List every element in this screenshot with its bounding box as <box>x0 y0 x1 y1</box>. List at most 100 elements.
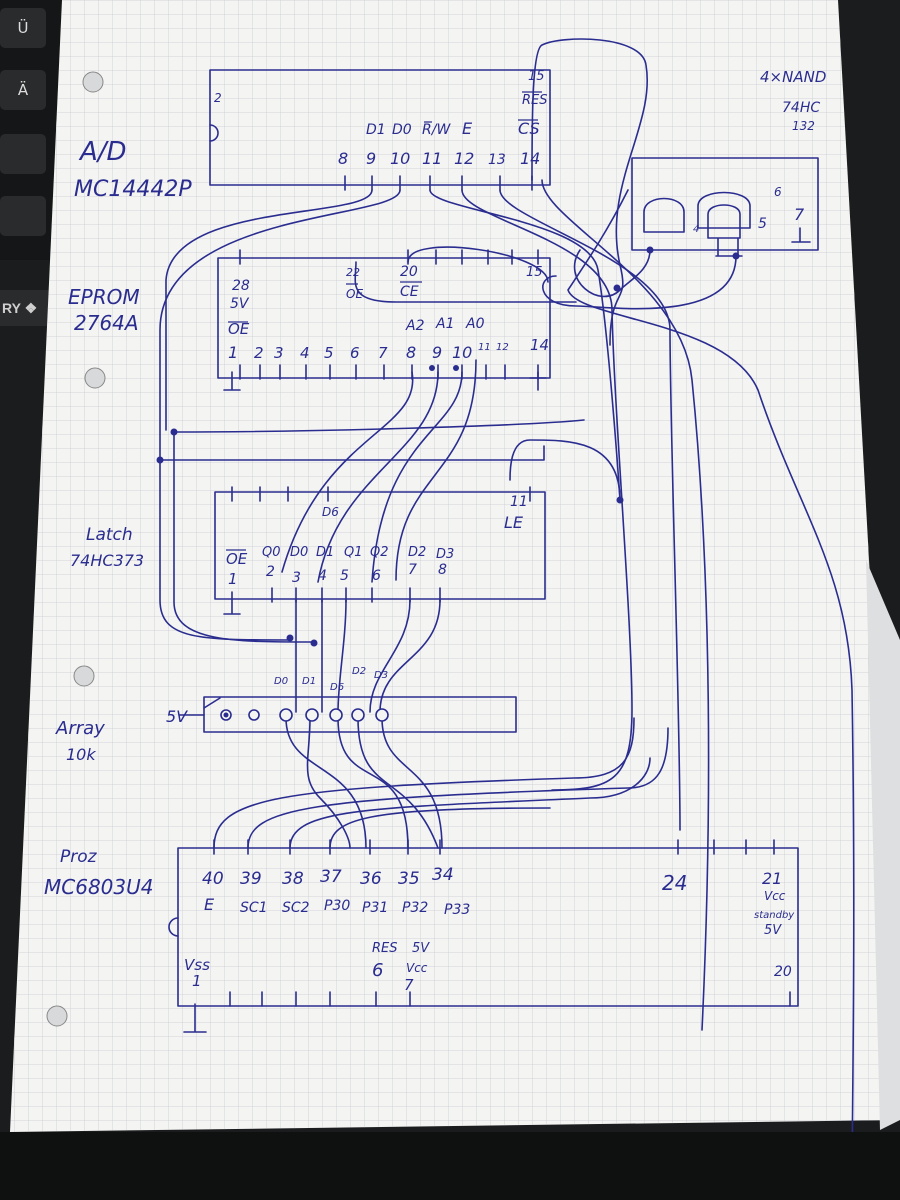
wire <box>369 599 411 713</box>
wire <box>173 431 315 643</box>
proz-pin-num: 38 <box>282 869 304 889</box>
eprom-pin-num: 3 <box>274 344 284 362</box>
wire <box>317 371 439 583</box>
eprom-pin-num: 12 <box>496 342 509 353</box>
array-pin-label: D2 <box>352 666 366 677</box>
array-pin-label: D1 <box>302 676 316 687</box>
array-pin-label: D0 <box>274 676 288 687</box>
eprom-pin-num: 6 <box>350 344 360 362</box>
wire <box>159 445 545 461</box>
proz-pin-name: Vcc <box>406 961 428 975</box>
nand-chip <box>631 157 819 251</box>
wire <box>213 717 635 849</box>
wire <box>337 717 409 849</box>
latch-pin-num: 1 <box>228 570 238 588</box>
eprom-pin-name: A1 <box>435 316 454 332</box>
nand-pin: 4 <box>693 224 699 235</box>
wire <box>165 189 373 431</box>
punch-hole <box>84 367 106 389</box>
eprom-part: 2764A <box>74 311 139 335</box>
proz-label: Proz <box>60 847 98 867</box>
latch-chip <box>214 491 546 600</box>
wire <box>461 189 633 791</box>
nand-part: 74HC <box>782 100 820 116</box>
wire <box>357 717 439 849</box>
wire <box>368 189 855 1200</box>
latch-pin-name: Q1 <box>344 545 363 560</box>
proz-pin-name: P30 <box>324 898 350 914</box>
eprom-pin-name: A0 <box>465 316 485 332</box>
nand-pin: 7 <box>794 205 805 224</box>
wire <box>337 599 347 713</box>
adc-pin-num: 8 <box>338 149 348 168</box>
wire <box>509 439 621 501</box>
eprom-pin-name: OE <box>228 320 250 338</box>
wire <box>541 179 710 1031</box>
nand-gate <box>697 191 751 229</box>
eprom-pin-num: 11 <box>478 342 491 353</box>
latch-pin-name: Q0 <box>262 545 281 560</box>
eprom-pin: OE <box>346 287 363 301</box>
eprom-pin-num: 10 <box>452 343 472 362</box>
adc-pin-res: RES <box>522 93 548 108</box>
adc-pin-num: 11 <box>422 149 442 168</box>
wire <box>159 459 291 641</box>
eprom-pin-name: A2 <box>405 318 425 334</box>
punch-hole <box>46 1005 68 1027</box>
latch-pin-name: D1 <box>316 545 334 560</box>
proz-pin-name: SC1 <box>240 900 268 916</box>
latch-pin: D6 <box>322 505 339 519</box>
wire <box>407 246 549 283</box>
adc-pin-num: 14 <box>520 149 540 168</box>
proz-pin-name: P32 <box>402 900 428 916</box>
eprom-label: EPROM <box>68 285 140 309</box>
latch-pin-name: D3 <box>436 547 454 562</box>
nand-pin: 5 <box>758 216 767 232</box>
adc-pin-name: CS <box>518 119 540 138</box>
proz-pin-name: E <box>204 895 215 914</box>
eprom-pin-num: 9 <box>432 343 442 362</box>
wire <box>542 255 737 310</box>
proz-pin-name: P31 <box>362 900 388 916</box>
wire <box>379 599 441 713</box>
adc-pin-name: D0 <box>392 122 412 138</box>
proz-pin-num: 35 <box>398 869 420 889</box>
proz-pin-name: SC2 <box>282 900 310 916</box>
eprom-pin-num: 14 <box>530 336 549 354</box>
latch-pin-name: Q2 <box>370 545 389 560</box>
proz-pin-name: Vss <box>184 956 210 974</box>
latch-pin: LE <box>504 513 524 532</box>
proz-pin-name: 5V <box>764 923 782 938</box>
punch-hole <box>82 71 104 93</box>
proz-part: MC6803U4 <box>44 875 153 899</box>
adc-pin-num: 13 <box>488 152 506 168</box>
proz-pin-num: 1 <box>192 972 202 990</box>
adc-pin-num: 9 <box>366 149 376 168</box>
latch-pin-num: 3 <box>292 570 301 586</box>
ground-symbol <box>223 371 241 391</box>
eprom-pin-num: 7 <box>378 344 388 362</box>
adc-pin-2: 2 <box>214 91 222 105</box>
array-pin-label: D3 <box>374 670 388 681</box>
wire <box>173 419 585 433</box>
latch-pin-num: 7 <box>408 562 417 578</box>
wire <box>329 807 551 849</box>
adc-pin-name: D1 <box>366 122 386 138</box>
wire <box>573 249 651 298</box>
wire <box>395 359 477 581</box>
proz-pin-num: 7 <box>404 976 414 994</box>
array-pin-label: D6 <box>330 682 344 693</box>
proz-pin-name: standby <box>754 910 795 921</box>
eprom-pin-num: 4 <box>300 344 310 362</box>
wire <box>499 189 681 831</box>
wire <box>203 697 221 709</box>
eprom-pin-num: 8 <box>406 343 416 362</box>
array-value: 10k <box>66 745 96 764</box>
array-supply: 5V <box>166 707 188 726</box>
ground-symbol <box>183 1003 207 1033</box>
nand-pin: 6 <box>774 185 782 199</box>
proz-pin-num: 40 <box>202 869 224 889</box>
latch-pin-num: 5 <box>340 568 349 584</box>
proz-chip <box>177 847 799 1007</box>
proz-pin-num: 20 <box>774 964 792 980</box>
